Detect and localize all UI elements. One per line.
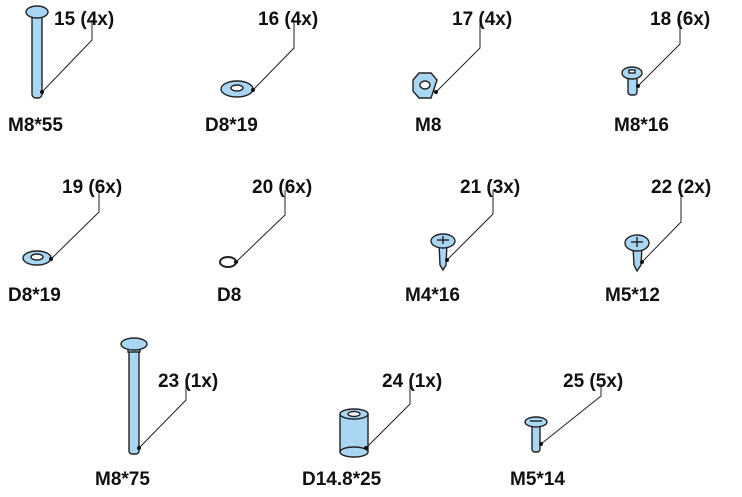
split-lock-washer-icon (219, 256, 237, 268)
size-label-25: M5*14 (510, 469, 565, 490)
callout-15: 15 (4x) (54, 9, 114, 30)
leader-dot-17 (434, 90, 438, 94)
part-24: 24 (1x) D14.8*25 (302, 371, 442, 490)
leader-line-15 (41, 20, 93, 93)
callout-25: 25 (5x) (563, 371, 623, 392)
callout-18: 18 (6x) (650, 9, 710, 30)
leader-dot-20 (234, 260, 238, 264)
leader-dot-21 (445, 258, 449, 262)
leader-line-20 (235, 190, 286, 263)
leader-dot-24 (364, 446, 368, 450)
size-label-18: M8*16 (614, 115, 669, 136)
size-label-15: M8*55 (8, 115, 63, 136)
leader-line-21 (446, 190, 494, 261)
leader-line-23 (138, 384, 187, 449)
phillips-screw-icon (624, 234, 650, 273)
size-label-17: M8 (415, 115, 441, 136)
hex-nut-icon (412, 72, 438, 99)
phillips-screw-icon (524, 416, 548, 453)
size-label-20: D8 (217, 285, 241, 306)
flat-washer-icon (220, 80, 254, 98)
callout-20: 20 (6x) (252, 177, 312, 198)
leader-dot-25 (539, 442, 543, 446)
leader-dot-22 (640, 260, 644, 264)
part-21: 21 (3x) M4*16 (405, 177, 520, 306)
part-17: 17 (4x) M8 (412, 9, 512, 136)
callout-19: 19 (6x) (62, 177, 122, 198)
size-label-24: D14.8*25 (302, 469, 382, 490)
part-23: 23 (1x) M8*75 (95, 337, 218, 490)
part-19: 19 (6x) D8*19 (8, 177, 122, 306)
leader-line-22 (641, 190, 682, 263)
leader-line-24 (365, 384, 411, 449)
part-25: 25 (5x) M5*14 (510, 371, 623, 490)
size-label-23: M8*75 (95, 469, 150, 490)
part-20: 20 (6x) D8 (217, 177, 312, 306)
leader-line-25 (540, 384, 602, 445)
leader-dot-16 (251, 88, 255, 92)
callout-24: 24 (1x) (382, 371, 442, 392)
size-label-22: M5*12 (605, 285, 660, 306)
spacer-sleeve-icon (339, 408, 369, 458)
callout-17: 17 (4x) (452, 9, 512, 30)
carriage-bolt-icon (120, 337, 148, 455)
phillips-screw-icon (430, 233, 456, 272)
leader-dot-18 (636, 84, 640, 88)
callout-22: 22 (2x) (651, 177, 711, 198)
leader-line-18 (637, 20, 681, 87)
callout-21: 21 (3x) (460, 177, 520, 198)
leader-dot-15 (40, 90, 44, 94)
size-label-19: D8*19 (8, 285, 61, 306)
leader-line-19 (50, 190, 100, 260)
flat-washer-icon (22, 250, 52, 266)
callout-23: 23 (1x) (158, 371, 218, 392)
part-22: 22 (2x) M5*12 (605, 177, 711, 306)
leader-line-16 (252, 20, 295, 91)
leader-dot-23 (137, 446, 141, 450)
button-head-bolt-icon (621, 66, 643, 96)
leader-dot-19 (49, 257, 53, 261)
carriage-bolt-icon (25, 5, 49, 99)
size-label-16: D8*19 (205, 115, 258, 136)
part-16: 16 (4x) D8*19 (205, 9, 318, 136)
part-18: 18 (6x) M8*16 (614, 9, 710, 136)
part-15: 15 (4x) M8*55 (8, 5, 114, 136)
callout-16: 16 (4x) (258, 9, 318, 30)
leader-line-17 (435, 20, 481, 93)
size-label-21: M4*16 (405, 285, 460, 306)
